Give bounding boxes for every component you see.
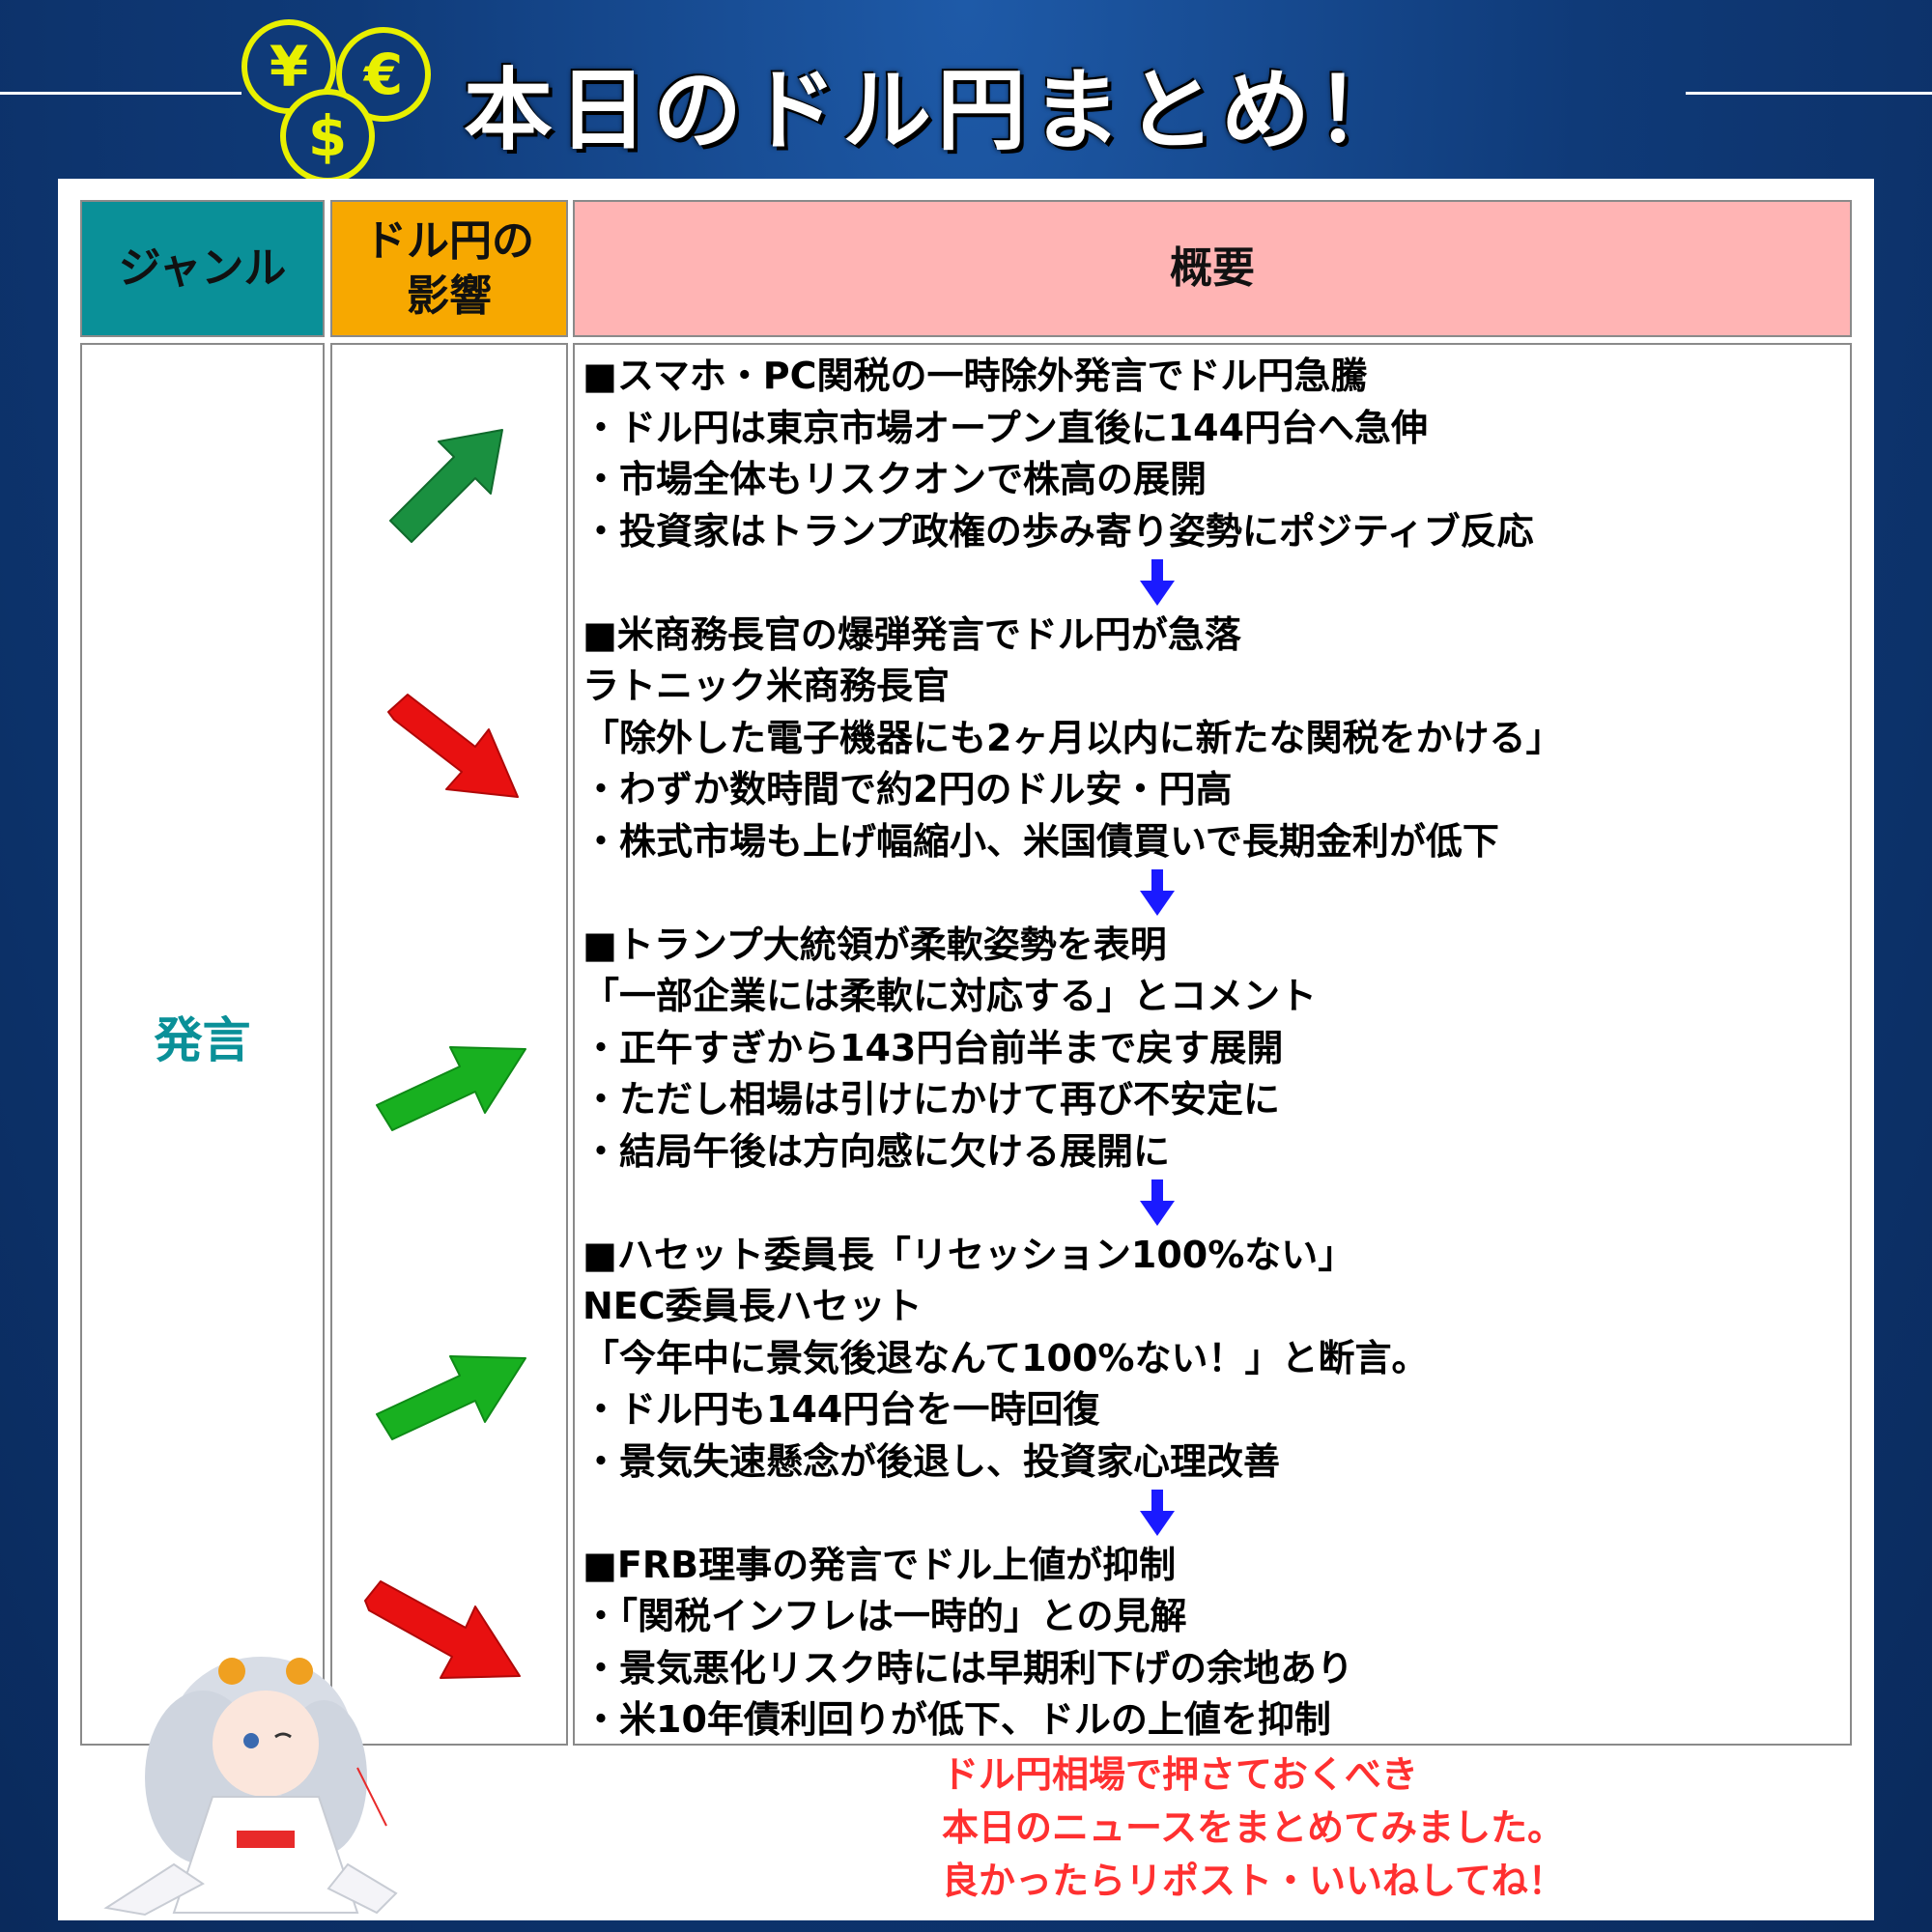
genre-value: 発言	[154, 1012, 251, 1068]
summary-panel: ジャンル ドル円の 影響 概要 発言 ■スマホ・PC関税の一時除外発言でドル円急…	[58, 179, 1874, 1920]
section-line: ・株式市場も上げ幅縮小、米国債買いで長期金利が低下	[582, 819, 1499, 863]
impact-arrow-5-down-icon	[364, 1580, 521, 1679]
header: ¥ € $ 本日のドル円まとめ！	[0, 0, 1932, 184]
section-line: ・わずか数時間で約2円のドル安・円高	[582, 768, 1233, 810]
summary-section-4: ■ハセット委員長「リセッション100%ない」 NEC委員長ハセット 「今年中に景…	[582, 1230, 1848, 1489]
page-title: 本日のドル円まとめ！	[464, 59, 1411, 162]
section-line: ・「関税インフレは一時的」との見解	[582, 1595, 1187, 1637]
genre-column: 発言	[80, 343, 325, 1746]
summary-column: ■スマホ・PC関税の一時除外発言でドル円急騰 ・ドル円は東京市場オープン直後に1…	[573, 343, 1852, 1746]
section-heading: ■ハセット委員長「リセッション100%ない」	[582, 1233, 1355, 1276]
header-summary-label: 概要	[1170, 243, 1255, 294]
section-line: ・景気失速懸念が後退し、投資家心理改善	[582, 1439, 1281, 1483]
section-line: 「一部企業には柔軟に対応する」とコメント	[582, 975, 1318, 1017]
summary-section-1: ■スマホ・PC関税の一時除外発言でドル円急騰 ・ドル円は東京市場オープン直後に1…	[582, 351, 1848, 557]
flow-down-arrow-icon	[582, 867, 1848, 920]
section-line: ・正午すぎから143円台前半まで戻す展開	[582, 1026, 1284, 1069]
section-line: ラトニック米商務長官	[582, 665, 951, 707]
footer-line: ドル円相場で押さておくべき	[942, 1753, 1418, 1796]
footer-line: 良かったらリポスト・いいねしてね！	[942, 1860, 1565, 1902]
section-heading: ■米商務長官の爆弾発言でドル円が急落	[582, 612, 1241, 656]
impact-column	[330, 343, 568, 1746]
footer-message: ドル円相場で押さておくべき 本日のニュースをまとめてみました。 良かったらリポス…	[942, 1748, 1811, 1908]
yen-coin-icon: ¥	[242, 19, 336, 114]
flow-down-arrow-icon	[582, 1488, 1848, 1540]
section-line: ・米10年債利回りが低下、ドルの上値を抑制	[582, 1698, 1331, 1741]
mascot-character-illustration	[103, 1657, 398, 1917]
flow-down-arrow-icon	[582, 1178, 1848, 1230]
header-cell-genre: ジャンル	[80, 200, 325, 337]
section-line: ・景気悪化リスク時には早期利下げの余地あり	[582, 1646, 1354, 1690]
section-line: ・投資家はトランプ政権の歩み寄り姿勢にポジティブ反応	[582, 509, 1534, 553]
summary-section-3: ■トランプ大統領が柔軟姿勢を表明 「一部企業には柔軟に対応する」とコメント ・正…	[582, 920, 1848, 1179]
euro-coin-icon: €	[336, 27, 431, 122]
section-heading: ■FRB理事の発言でドル上値が抑制	[582, 1543, 1177, 1586]
header-divider-right	[1686, 92, 1932, 95]
dollar-coin-icon: $	[280, 89, 375, 184]
impact-arrow-2-down-icon	[387, 694, 519, 798]
section-line: ・ドル円も144円台を一時回復	[582, 1388, 1100, 1431]
header-cell-summary: 概要	[573, 200, 1852, 337]
section-line: NEC委員長ハセット	[582, 1285, 923, 1327]
impact-arrow-1-up-icon	[389, 429, 503, 543]
section-line: 「除外した電子機器にも2ヶ月以内に新たな関税をかける」	[582, 716, 1563, 759]
section-line: ・ドル円は東京市場オープン直後に144円台へ急伸	[582, 406, 1429, 449]
section-line: 「今年中に景気後退なんて100%ない！」と断言。	[582, 1336, 1429, 1379]
flow-down-arrow-icon	[582, 557, 1848, 610]
impact-arrow-3-up-icon	[376, 1046, 526, 1131]
footer-line: 本日のニュースをまとめてみました。	[942, 1806, 1565, 1849]
section-line: ・ただし相場は引けにかけて再び不安定に	[582, 1078, 1281, 1121]
section-line: ・結局午後は方向感に欠ける展開に	[582, 1129, 1171, 1173]
impact-arrow-4-up-icon	[376, 1355, 526, 1440]
header-cell-impact: ドル円の 影響	[330, 200, 568, 337]
header-impact-label: ドル円の 影響	[364, 215, 534, 321]
summary-section-5: ■FRB理事の発言でドル上値が抑制 ・「関税インフレは一時的」との見解 ・景気悪…	[582, 1540, 1848, 1747]
section-line: ・市場全体もリスクオンで株高の展開	[582, 458, 1208, 500]
section-heading: ■トランプ大統領が柔軟姿勢を表明	[582, 923, 1167, 966]
summary-section-2: ■米商務長官の爆弾発言でドル円が急落 ラトニック米商務長官 「除外した電子機器に…	[582, 610, 1848, 868]
currency-coins-icon: ¥ € $	[242, 19, 444, 184]
section-heading: ■スマホ・PC関税の一時除外発言でドル円急騰	[582, 355, 1368, 397]
header-genre-label: ジャンル	[118, 243, 287, 294]
header-divider-left	[0, 92, 242, 95]
summary-text-block: ■スマホ・PC関税の一時除外発言でドル円急騰 ・ドル円は東京市場オープン直後に1…	[582, 351, 1848, 1747]
